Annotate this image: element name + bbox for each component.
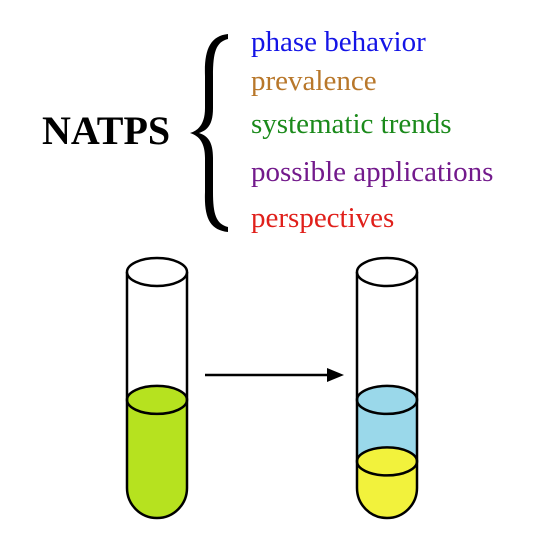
test-tube-after (355, 256, 419, 520)
tube-before-rim (125, 256, 189, 288)
upper-phase-liquid (357, 399, 417, 462)
topic-systematic-trends: systematic trends (251, 108, 452, 140)
natps-acronym: NATPS (42, 108, 170, 153)
tube-after-rim (355, 256, 419, 288)
curly-brace (190, 34, 228, 232)
test-tube-before (125, 256, 189, 520)
topic-list: phase behavior prevalence systematic tre… (251, 26, 493, 234)
lower-phase-surface (355, 446, 419, 477)
lower-phase-liquid (357, 461, 417, 518)
tube-before-outline (125, 272, 189, 520)
topic-perspectives: perspectives (251, 202, 394, 234)
topic-prevalence: prevalence (251, 65, 377, 97)
single-phase-liquid (127, 399, 187, 518)
tube-after-liquid-layers (355, 384, 419, 518)
upper-phase-surface (355, 384, 419, 416)
single-phase-surface (125, 384, 189, 416)
topic-phase-behavior: phase behavior (251, 26, 426, 58)
phase-separation-arrow (205, 368, 344, 382)
tube-before-liquid-layers (125, 384, 189, 518)
topic-possible-applications: possible applications (251, 156, 493, 188)
tube-after-outline (355, 272, 419, 520)
